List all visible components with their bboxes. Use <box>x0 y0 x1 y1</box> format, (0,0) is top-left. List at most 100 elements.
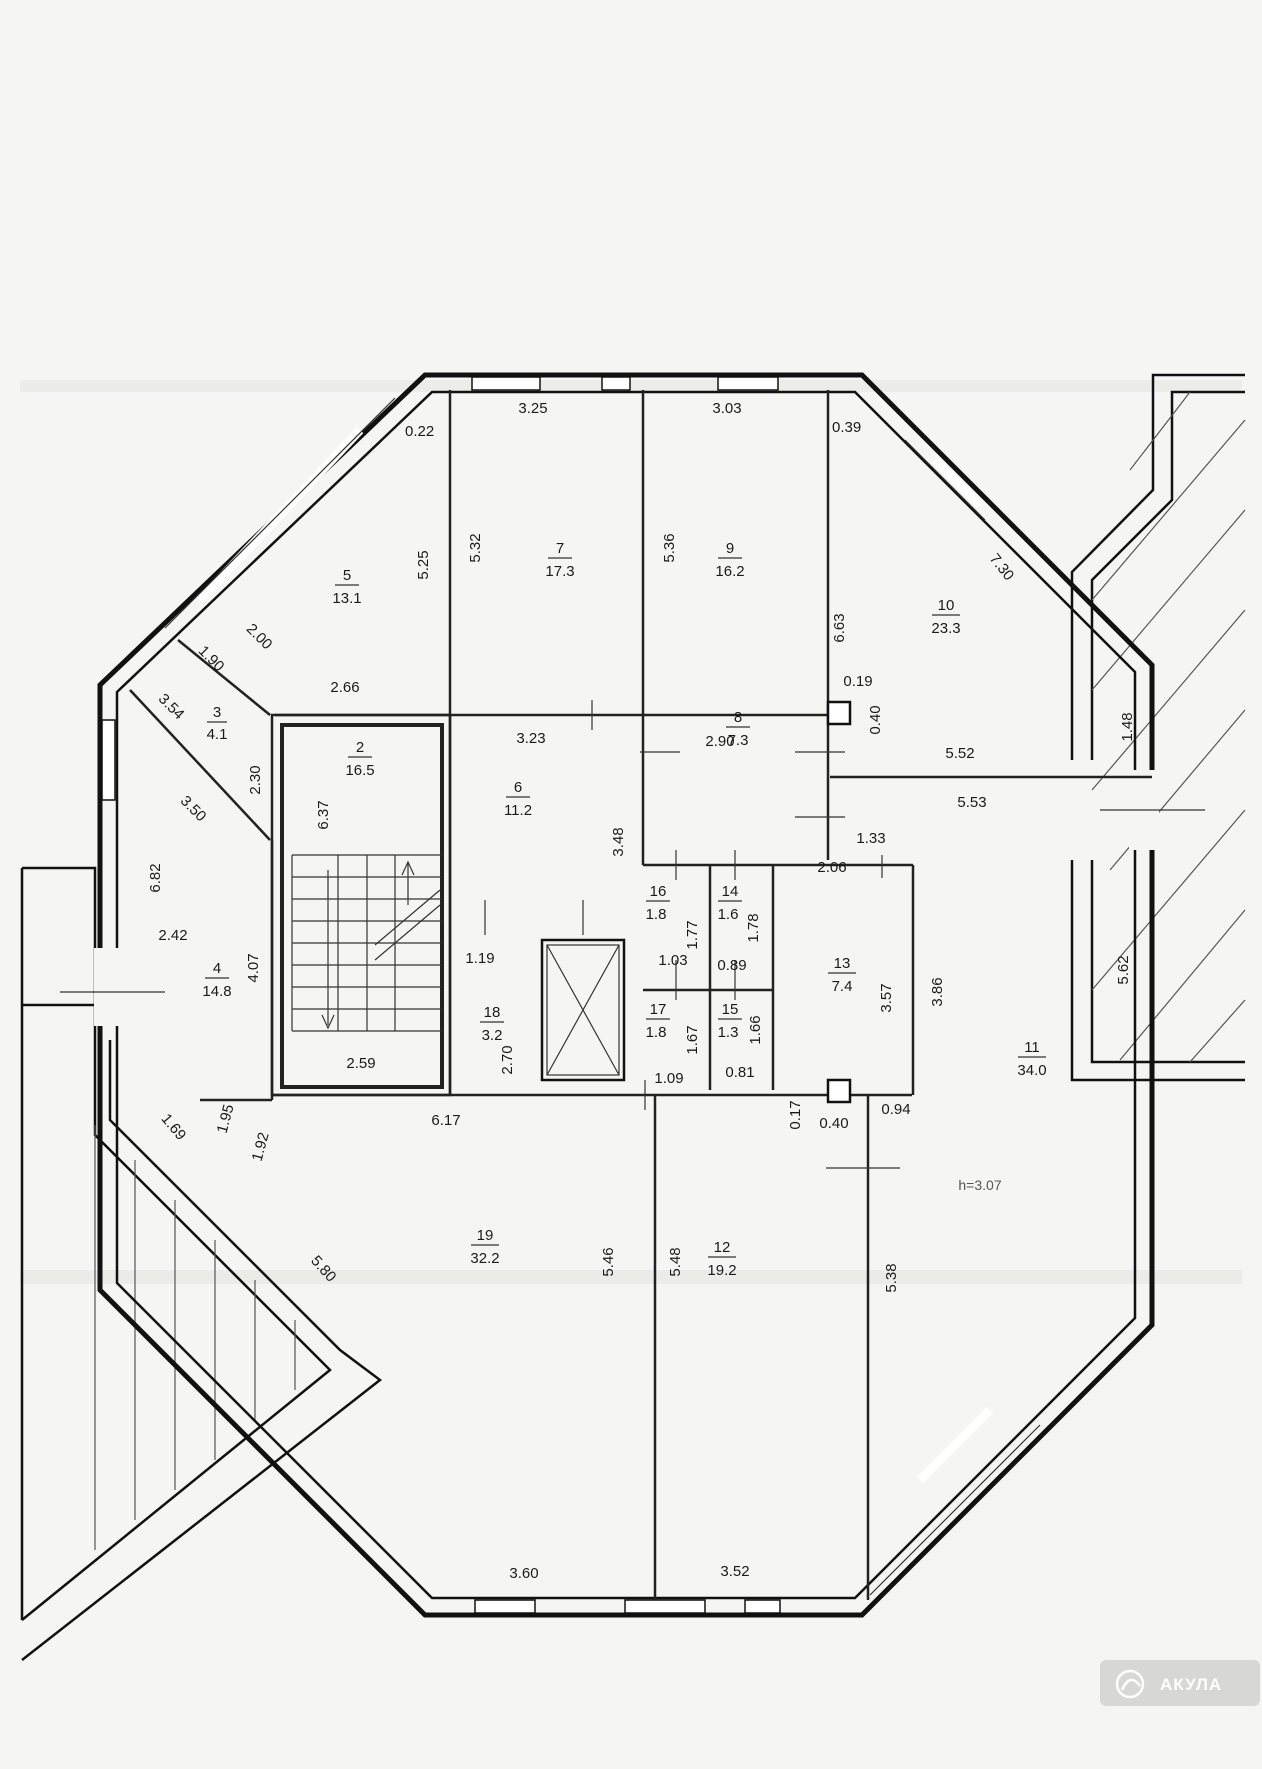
dim: 1.33 <box>856 830 885 847</box>
svg-text:4.1: 4.1 <box>207 726 228 743</box>
dim: 2.06 <box>817 859 846 876</box>
dim: 3.25 <box>518 400 547 417</box>
dim: 0.19 <box>843 673 872 690</box>
dimension-labels: 3.25 3.03 0.22 0.39 5.25 5.32 5.36 7.30 … <box>147 400 1136 1582</box>
svg-text:7.4: 7.4 <box>832 978 853 995</box>
dim: 5.32 <box>467 533 484 562</box>
dim: 3.23 <box>516 730 545 747</box>
dim: 0.94 <box>881 1101 910 1118</box>
dim: 5.48 <box>667 1247 684 1276</box>
svg-text:9: 9 <box>726 540 734 557</box>
dim: 6.37 <box>315 800 332 829</box>
dim: 3.57 <box>878 983 895 1012</box>
windows <box>101 376 1041 1614</box>
dim: 3.03 <box>712 400 741 417</box>
dim: 5.53 <box>957 794 986 811</box>
svg-text:17.3: 17.3 <box>545 563 574 580</box>
dim: 5.36 <box>661 533 678 562</box>
svg-text:14: 14 <box>722 883 739 900</box>
svg-text:7: 7 <box>556 540 564 557</box>
dim: 2.42 <box>158 927 187 944</box>
adjacent-structure-left <box>20 866 383 1661</box>
svg-text:7.3: 7.3 <box>728 732 749 749</box>
svg-text:18: 18 <box>484 1004 501 1021</box>
svg-text:14.8: 14.8 <box>202 983 231 1000</box>
svg-text:1.8: 1.8 <box>646 1024 667 1041</box>
watermark: АКУЛА <box>1100 1660 1260 1706</box>
svg-text:12: 12 <box>714 1239 731 1256</box>
dim: 0.22 <box>405 423 434 440</box>
dim: 3.48 <box>610 827 627 856</box>
adjacent-structure-right <box>1070 373 1246 1082</box>
dim: 6.63 <box>831 613 848 642</box>
room-16: 161.8 <box>646 883 670 923</box>
svg-text:3: 3 <box>213 704 221 721</box>
svg-text:4: 4 <box>213 960 221 977</box>
svg-text:1.8: 1.8 <box>646 906 667 923</box>
staircase <box>291 854 442 1032</box>
svg-text:34.0: 34.0 <box>1017 1062 1046 1079</box>
dim: 1.09 <box>654 1070 683 1087</box>
svg-text:1.3: 1.3 <box>718 1024 739 1041</box>
svg-text:13.1: 13.1 <box>332 590 361 607</box>
room-2: 216.5 <box>345 739 374 779</box>
dim: 3.60 <box>509 1565 538 1582</box>
room-17: 171.8 <box>646 1001 670 1041</box>
svg-text:5: 5 <box>343 567 351 584</box>
dim: 0.39 <box>832 419 861 436</box>
dim: 1.19 <box>465 950 494 967</box>
room-9: 916.2 <box>715 540 744 580</box>
svg-text:16.2: 16.2 <box>715 563 744 580</box>
dim: 1.48 <box>1119 712 1136 741</box>
room-6: 611.2 <box>504 779 532 819</box>
dim: 1.67 <box>684 1025 701 1054</box>
dim: 1.77 <box>684 920 701 949</box>
dim: 2.66 <box>330 679 359 696</box>
svg-text:17: 17 <box>650 1001 667 1018</box>
room-8: 87.3 <box>726 709 750 749</box>
svg-text:2: 2 <box>356 739 364 756</box>
dim: 5.62 <box>1115 955 1132 984</box>
dim: 5.46 <box>600 1247 617 1276</box>
svg-text:16.5: 16.5 <box>345 762 374 779</box>
room-labels: 216.5 34.1 414.8 513.1 611.2 717.3 87.3 … <box>202 540 1046 1279</box>
room-14: 141.6 <box>718 883 742 923</box>
room-7: 717.3 <box>545 540 574 580</box>
svg-text:10: 10 <box>938 597 955 614</box>
svg-text:3.2: 3.2 <box>482 1027 503 1044</box>
dim: 5.52 <box>945 745 974 762</box>
dim: 1.95 <box>214 1103 238 1136</box>
dim: 1.92 <box>249 1131 273 1164</box>
dim: 0.81 <box>725 1064 754 1081</box>
svg-text:1.6: 1.6 <box>718 906 739 923</box>
room-10: 10 23.3 <box>931 597 960 637</box>
dim: 4.07 <box>245 953 262 982</box>
svg-text:19.2: 19.2 <box>707 1262 736 1279</box>
svg-text:13: 13 <box>834 955 851 972</box>
dim: 3.86 <box>929 977 946 1006</box>
dim: 1.78 <box>745 913 762 942</box>
svg-text:19: 19 <box>477 1227 494 1244</box>
room-4: 414.8 <box>202 960 231 1000</box>
elevator-shaft <box>540 938 626 1082</box>
ceiling-height: h=3.07 <box>958 1177 1001 1193</box>
room-3: 34.1 <box>207 704 228 743</box>
exterior-walls <box>60 372 1205 1618</box>
svg-text:АКУЛА: АКУЛА <box>1160 1675 1222 1694</box>
room-12: 12 19.2 <box>707 1239 736 1279</box>
dim: 1.03 <box>658 952 687 969</box>
svg-text:15: 15 <box>722 1001 739 1018</box>
svg-text:23.3: 23.3 <box>931 620 960 637</box>
dim: 5.38 <box>883 1263 900 1292</box>
dim: 0.17 <box>787 1100 804 1129</box>
room-13: 137.4 <box>828 955 856 995</box>
room-5: 513.1 <box>332 567 361 607</box>
dim: 3.52 <box>720 1563 749 1580</box>
dim: 2.30 <box>247 765 264 794</box>
svg-text:8: 8 <box>734 709 742 726</box>
dim: 6.82 <box>147 863 164 892</box>
svg-text:11.2: 11.2 <box>504 802 532 819</box>
room-15: 151.3 <box>718 1001 742 1041</box>
